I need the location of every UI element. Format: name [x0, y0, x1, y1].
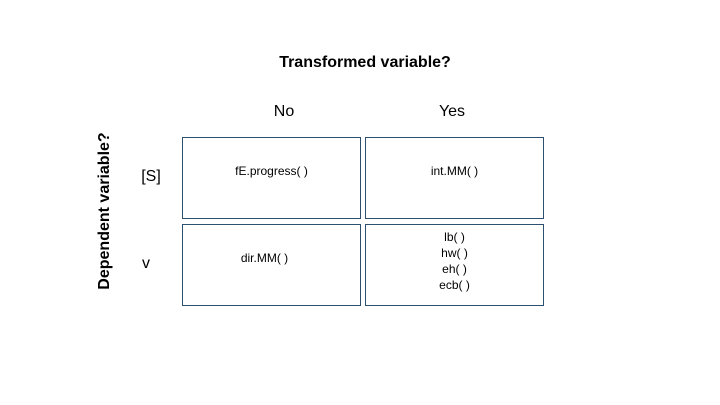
- column-header-yes: Yes: [438, 103, 466, 120]
- cell-text: fE.progress( ): [235, 164, 308, 178]
- cell-v-no: dir.MM( ): [182, 224, 361, 306]
- list-item: lb( ): [444, 230, 465, 244]
- column-header-no: No: [273, 103, 295, 120]
- cell-text: int.MM( ): [430, 164, 479, 178]
- row-header-v: v: [142, 255, 150, 272]
- y-axis-label: Dependent variable?: [96, 132, 113, 290]
- cell-v-yes: lb( ) hw( ) eh( ) ecb( ): [365, 224, 544, 306]
- row-header-s: [S]: [141, 168, 161, 185]
- cell-s-no: fE.progress( ): [182, 137, 361, 219]
- cell-text: dir.MM( ): [240, 251, 289, 265]
- list-item: ecb( ): [439, 278, 470, 292]
- cell-s-yes: int.MM( ): [365, 137, 544, 219]
- diagram-title: Transformed variable?: [279, 54, 451, 71]
- list-item: eh( ): [442, 262, 467, 276]
- function-list: lb( ) hw( ) eh( ) ecb( ): [366, 229, 543, 293]
- list-item: hw( ): [441, 246, 468, 260]
